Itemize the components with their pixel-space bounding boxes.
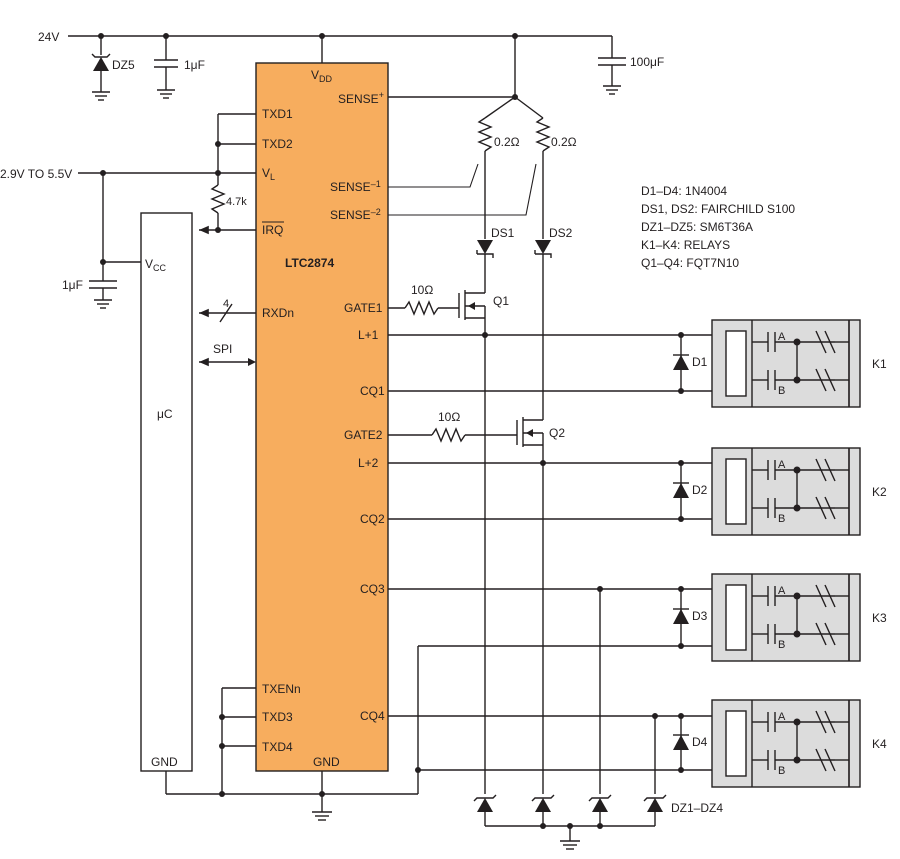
q1-label: Q1 [493,294,509,308]
pin-sense-minus-2: SENSE–2 [330,207,381,222]
cap-1uf-top-label: 1μF [184,58,205,72]
pin-cq4: CQ4 [360,709,385,723]
rxd-bus: 4 [199,298,256,323]
note-diodes: D1–D4: 1N4004 [641,184,727,198]
relay-name: K2 [872,485,887,499]
vl-rail: 2.9V TO 5.5V 1μF [0,167,256,309]
pin-vl: VL [262,166,275,182]
vdd-pin-label: VDD [311,68,333,84]
uc-gnd-label: GND [151,755,178,769]
note-relays: K1–K4: RELAYS [641,238,730,252]
r-sense1-label: 0.2Ω [494,135,520,149]
note-schottky: DS1, DS2: FAIRCHILD S100 [641,202,795,216]
pin-gate1: GATE1 [344,301,383,315]
txd-tie-bottom [219,687,256,794]
cap-100uf-label: 100μF [630,55,664,69]
relay-k1: A B K1 [711,319,887,408]
r-sense2-label: 0.2Ω [551,135,577,149]
supply-voltage-label: 24V [38,30,59,44]
relay-contact-a: A [778,585,786,597]
pin-txenn: TXENn [262,682,301,696]
pin-txd4: TXD4 [262,740,293,754]
d4-label: D4 [692,735,708,749]
r-4k7-label: 4.7k [226,196,247,208]
relay-k3: A B K3 [711,573,887,662]
pin-txd2: TXD2 [262,137,293,151]
pin-txd3: TXD3 [262,710,293,724]
spi-label: SPI [213,342,232,356]
diode-d4: D4 [673,716,708,770]
relay-name: K3 [872,611,887,625]
pin-irq: IRQ [262,223,283,237]
component-notes: D1–D4: 1N4004 DS1, DS2: FAIRCHILD S100 D… [641,184,795,270]
mosfet-q2: Q2 10Ω [388,254,565,463]
capacitor-1uf-top: 1μF [154,36,205,99]
ground-bus [165,645,712,821]
r-gate1-label: 10Ω [411,283,433,297]
dz-group-label: DZ1–DZ4 [671,801,723,815]
diode-d1: D1 [673,335,708,391]
spi-bus: SPI [199,342,256,367]
relay-name: K1 [872,357,887,371]
pin-gate2: GATE2 [344,428,383,442]
relay-contact-a: A [778,711,786,723]
relay-contact-b: B [778,513,785,525]
diode-d2: D2 [673,463,708,519]
relay-contact-b: B [778,385,785,397]
q2-label: Q2 [549,426,565,440]
ds2-label: DS2 [549,226,573,240]
dz5-label: DZ5 [112,58,135,72]
relay-name: K4 [872,737,887,751]
pin-cq3: CQ3 [360,582,385,596]
txd-tie-top [215,113,256,173]
relay-contact-b: B [778,765,785,777]
r-gate2-label: 10Ω [438,410,460,424]
channel-wiring [388,332,712,794]
zener-dz3 [588,794,612,826]
schottky-ds2: DS2 [534,226,573,258]
pin-txd1: TXD1 [262,107,293,121]
d3-label: D3 [692,609,708,623]
pin-rxdn: RXDn [262,306,294,320]
uc-vcc-label: VCC [145,257,167,273]
ds1-label: DS1 [491,226,515,240]
cap-1uf-left-label: 1μF [62,278,83,292]
d2-label: D2 [692,483,708,497]
zener-array: DZ1–DZ4 [473,794,723,850]
pin-l-plus-2: L+2 [358,456,379,470]
relay-contact-b: B [778,639,785,651]
schottky-ds1: DS1 [476,226,515,258]
mosfet-q1: Q1 10Ω [388,254,509,335]
relay-contact-a: A [778,459,786,471]
pin-cq1: CQ1 [360,384,385,398]
resistor-4k7: 4.7k [199,173,256,235]
pin-sense-plus: SENSE+ [338,90,384,106]
note-mosfets: Q1–Q4: FQT7N10 [641,256,739,270]
d1-label: D1 [692,355,708,369]
zener-dz1 [473,794,497,826]
note-zeners: DZ1–DZ5: SM6T36A [641,220,753,234]
pin-l-plus-1: L+1 [358,328,379,342]
ic-name: LTC2874 [285,256,334,270]
zener-dz5: DZ5 [91,36,135,101]
rxd-bus-width: 4 [223,298,229,310]
uc-name: μC [157,407,173,421]
sense-network: 0.2Ω 0.2Ω [388,36,577,239]
pin-cq2: CQ2 [360,512,385,526]
ic-gnd-label: GND [313,755,340,769]
ltc2874-ic: VDD LTC2874 GND TXD1 TXD2 VL IRQ RXDn TX… [255,36,389,772]
relay-contact-a: A [778,331,786,343]
relay-k2: A B K2 [711,447,887,536]
zener-dz4 [643,794,667,826]
diode-d3: D3 [673,589,708,646]
supply-rail: 24V [38,30,612,44]
pin-sense-minus-1: SENSE–1 [330,179,381,194]
capacitor-100uf: 100μF [598,36,664,95]
vl-range-label: 2.9V TO 5.5V [0,167,72,181]
microcontroller: VCC μC GND [140,212,193,772]
relay-k4: A B K4 [711,699,887,788]
zener-dz2 [531,794,555,826]
